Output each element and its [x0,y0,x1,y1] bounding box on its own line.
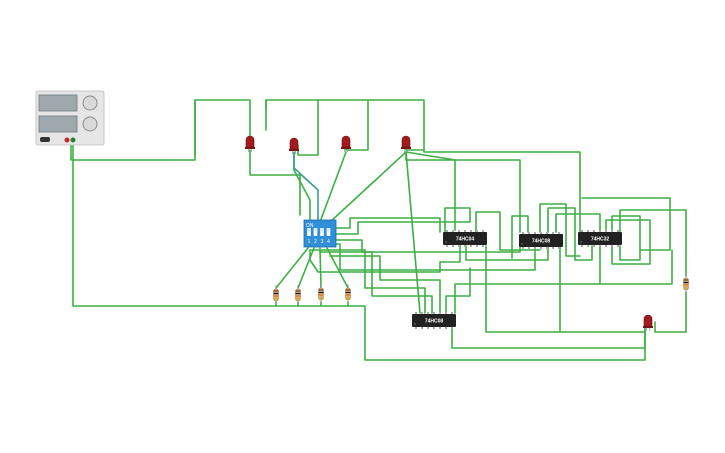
chip-label: 74HC04 [456,237,475,243]
wire[interactable] [451,327,646,349]
wire[interactable] [329,255,441,314]
dip-number-label: 3 [321,239,324,245]
wire[interactable] [72,141,646,361]
positive-terminal-icon[interactable] [64,137,70,143]
wire[interactable] [405,151,456,231]
wire[interactable] [333,207,471,235]
resistor-icon[interactable] [273,285,279,305]
voltage-knob-icon[interactable] [82,95,98,111]
dip-toggle[interactable] [313,228,318,236]
resistor-icon[interactable] [683,274,689,294]
red-led-icon[interactable] [401,135,411,152]
wire[interactable] [319,251,433,314]
chip-label: 74HC08 [532,239,551,245]
resistor-group [273,274,689,305]
chip-u1[interactable]: 74HC04 [443,230,487,247]
wire[interactable] [319,247,322,289]
dip-number-label: 1 [308,239,311,245]
wire[interactable] [475,211,541,251]
current-knob-icon[interactable] [82,116,98,132]
wire-layer [70,99,687,361]
wire[interactable] [547,207,593,261]
red-led-icon[interactable] [289,137,299,154]
wire[interactable] [605,219,651,265]
red-led-icon[interactable] [341,135,351,152]
wire[interactable] [309,249,426,314]
chip-label: 74HC32 [591,237,610,243]
dip-number-label: 4 [327,239,330,245]
dip-toggle[interactable] [307,228,311,236]
wire[interactable] [319,151,347,223]
wire[interactable] [297,247,315,289]
resistor-icon[interactable] [318,284,324,304]
dip-on-label: ON [306,223,314,229]
wire[interactable] [445,267,471,314]
chip-u2[interactable]: 74HC08 [519,232,563,249]
resistor-icon[interactable] [295,285,301,305]
chip-u4[interactable]: 74HC08 [412,312,456,329]
resistor-icon[interactable] [345,284,351,304]
wire[interactable] [454,245,601,314]
wire[interactable] [249,149,301,216]
wire[interactable] [405,151,521,233]
led-group [245,135,653,331]
red-led-icon[interactable] [643,314,653,331]
wire[interactable] [333,243,536,271]
chip-label: 74HC08 [425,319,444,325]
wire[interactable] [619,209,687,277]
dip-toggle[interactable] [326,228,331,236]
wire[interactable] [309,244,461,273]
wire[interactable] [465,245,549,261]
wire[interactable] [326,247,349,289]
wire-teal[interactable] [293,152,319,222]
wire[interactable] [555,213,601,233]
wire[interactable] [599,249,673,285]
power-switch-icon[interactable] [40,137,50,142]
dip-toggle[interactable] [320,228,324,236]
wire[interactable] [511,215,529,259]
voltage-display [38,94,78,112]
wire[interactable] [333,217,441,233]
current-display [38,115,78,133]
negative-terminal-icon[interactable] [70,137,76,143]
chip-group: 74HC04 74HC08 74HC32 74HC08 [412,230,622,329]
red-led-icon[interactable] [245,135,255,152]
wire[interactable] [367,99,425,151]
wire[interactable] [559,245,646,333]
power-supply[interactable] [35,90,105,146]
wire[interactable] [485,245,561,333]
wire[interactable] [611,215,641,261]
dip-number-label: 2 [314,239,317,245]
chip-u3[interactable]: 74HC32 [578,230,622,247]
wire[interactable] [293,151,311,223]
wire[interactable] [539,203,581,257]
wire[interactable] [423,149,581,233]
wire[interactable] [329,151,407,223]
wire[interactable] [275,247,309,289]
wire[interactable] [581,197,671,251]
wire[interactable] [405,151,421,314]
wire[interactable] [654,291,687,333]
